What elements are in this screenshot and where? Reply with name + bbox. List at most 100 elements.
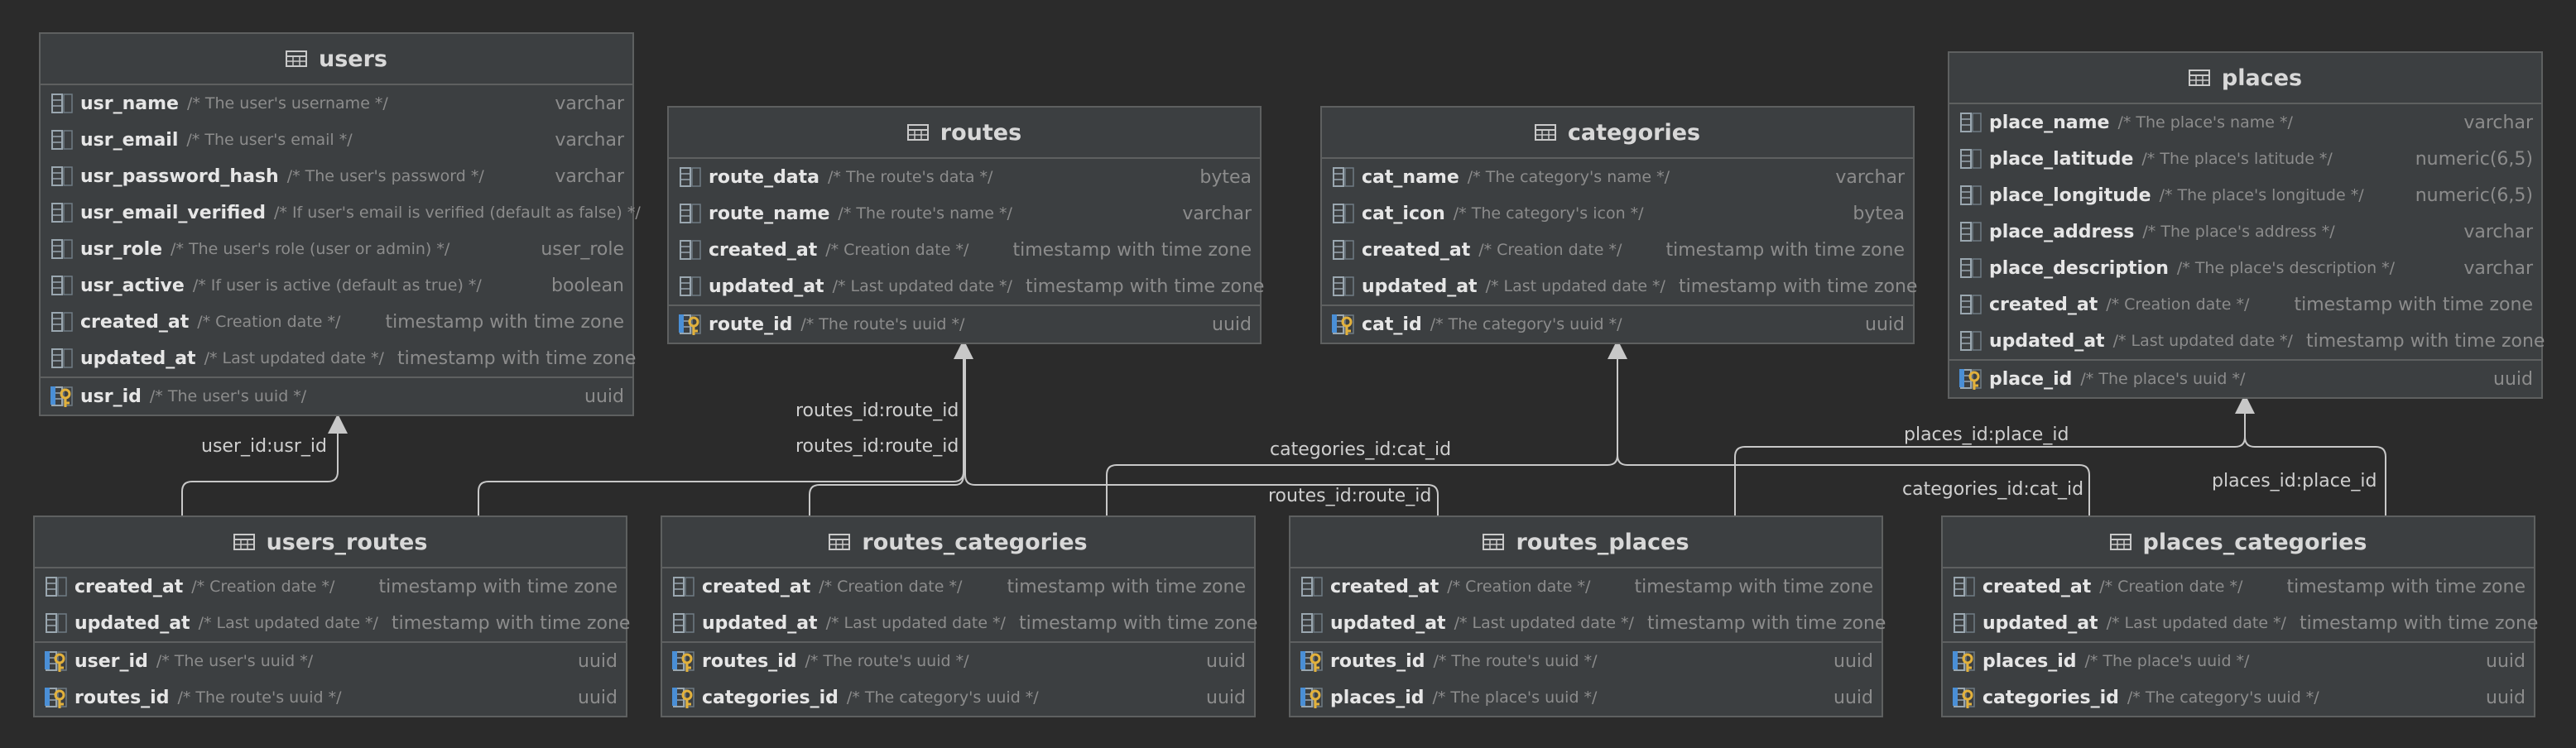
table-header[interactable]: routes_categories	[662, 517, 1254, 568]
column-row[interactable]: cat_name/* The category's name */varchar	[1322, 159, 1913, 195]
column-comment: /* The category's name */	[1467, 168, 1670, 186]
column-comment: /* The place's description */	[2176, 259, 2396, 277]
primary-key-icon	[1332, 314, 1354, 335]
column-icon	[46, 613, 67, 633]
column-row[interactable]: place_longitude/* The place's longitude …	[1949, 177, 2541, 213]
column-row[interactable]: place_latitude/* The place's latitude */…	[1949, 141, 2541, 177]
table-routes[interactable]: routes route_data/* The route's data */by…	[667, 106, 1264, 344]
column-type: uuid	[1212, 314, 1252, 335]
arrowhead-icon	[328, 414, 348, 434]
column-row[interactable]: route_name/* The route's name */varchar	[669, 195, 1260, 232]
table-header[interactable]: users_routes	[35, 517, 626, 568]
relation-line[interactable]	[964, 348, 1439, 515]
column-row[interactable]: place_id/* The place's uuid */uuid	[1949, 359, 2541, 397]
foreign-key-icon	[1300, 651, 1323, 672]
table-header[interactable]: places_categories	[1943, 517, 2534, 568]
column-row[interactable]: routes_id/* The route's uuid */uuid	[35, 679, 626, 716]
column-type: uuid	[1833, 687, 1873, 708]
column-type: uuid	[1206, 650, 1246, 672]
column-icon	[680, 167, 701, 187]
relation-line[interactable]	[181, 430, 339, 515]
column-row[interactable]: updated_at/* Last updated date */timesta…	[41, 340, 636, 376]
column-row[interactable]: usr_name/* The user's username */varchar	[41, 85, 632, 122]
column-type: timestamp with time zone	[1678, 276, 1918, 297]
column-row[interactable]: usr_id/* The user's uuid */uuid	[41, 376, 632, 415]
column-icon	[1301, 613, 1323, 633]
column-row[interactable]: usr_password_hash/* The user's password …	[41, 158, 632, 194]
relation-label-places-categories-cat-id: categories_id:cat_id	[1902, 479, 2084, 500]
column-row[interactable]: created_at/* Creation date */timestamp w…	[669, 232, 1260, 268]
column-row[interactable]: place_address/* The place's address */va…	[1949, 213, 2541, 250]
column-type: uuid	[2493, 368, 2533, 390]
column-row[interactable]: usr_email/* The user's email */varchar	[41, 122, 632, 158]
relation-line[interactable]	[1617, 348, 2090, 515]
column-row[interactable]: usr_email_verified/* If user's email is …	[41, 194, 641, 231]
relation-line[interactable]	[809, 348, 964, 515]
column-row[interactable]: created_at/* Creation date */timestamp w…	[35, 568, 626, 605]
column-row[interactable]: cat_id/* The category's uuid */uuid	[1322, 304, 1913, 343]
column-row[interactable]: place_name/* The place's name */varchar	[1949, 104, 2541, 141]
column-row[interactable]: routes_id/* The route's uuid */uuid	[1290, 641, 1882, 679]
table-header[interactable]: routes_places	[1290, 517, 1882, 568]
column-comment: /* The category's uuid */	[2127, 688, 2319, 707]
table-header[interactable]: categories	[1322, 108, 1913, 159]
column-row[interactable]: categories_id/* The category's uuid */uu…	[662, 679, 1254, 716]
column-comment: /* Creation date */	[197, 313, 341, 331]
column-row[interactable]: created_at/* Creation date */timestamp w…	[1949, 286, 2541, 323]
table-header[interactable]: places	[1949, 53, 2541, 104]
column-row[interactable]: cat_icon/* The category's icon */bytea	[1322, 195, 1913, 232]
primary-key-icon	[679, 314, 701, 335]
column-icon	[1954, 577, 1975, 597]
column-row[interactable]: created_at/* Creation date */timestamp w…	[1322, 232, 1913, 268]
column-row[interactable]: created_at/* Creation date */timestamp w…	[41, 304, 632, 340]
column-row[interactable]: updated_at/* Last updated date */timesta…	[1943, 605, 2538, 641]
column-icon	[51, 130, 73, 150]
column-row[interactable]: places_id/* The place's uuid */uuid	[1290, 679, 1882, 716]
column-row[interactable]: updated_at/* Last updated date */timesta…	[669, 268, 1264, 304]
column-icon	[1960, 222, 1982, 242]
column-row[interactable]: route_data/* The route's data */bytea	[669, 159, 1260, 195]
column-icon	[46, 577, 67, 597]
column-row[interactable]: route_id/* The route's uuid */uuid	[669, 304, 1260, 343]
table-name: routes	[940, 119, 1022, 146]
column-row[interactable]: created_at/* Creation date */timestamp w…	[662, 568, 1254, 605]
foreign-key-icon	[672, 688, 694, 708]
column-row[interactable]: categories_id/* The category's uuid */uu…	[1943, 679, 2534, 716]
column-row[interactable]: created_at/* Creation date */timestamp w…	[1943, 568, 2534, 605]
column-comment: /* The user's role (user or admin) */	[171, 240, 450, 258]
column-name: categories_id	[1982, 687, 2119, 708]
relation-line[interactable]	[1734, 402, 2246, 515]
column-comment: /* The place's name */	[2117, 113, 2293, 132]
column-row[interactable]: updated_at/* Last updated date */timesta…	[662, 605, 1257, 641]
column-type: bytea	[1853, 203, 1905, 224]
column-row[interactable]: updated_at/* Last updated date */timesta…	[1949, 323, 2545, 359]
column-row[interactable]: place_description/* The place's descript…	[1949, 250, 2541, 286]
column-row[interactable]: created_at/* Creation date */timestamp w…	[1290, 568, 1882, 605]
column-icon	[1960, 113, 1982, 132]
column-comment: /* Last updated date */	[2112, 332, 2293, 350]
column-row[interactable]: updated_at/* Last updated date */timesta…	[1290, 605, 1886, 641]
table-icon	[286, 50, 307, 67]
column-icon	[1954, 613, 1975, 633]
column-row[interactable]: usr_role /* The user's role (user or admi…	[41, 231, 632, 267]
column-row[interactable]: places_id/* The place's uuid */uuid	[1943, 641, 2534, 679]
column-row[interactable]: usr_active/* If user is active (default …	[41, 267, 632, 304]
relation-line[interactable]	[2244, 402, 2386, 515]
column-row[interactable]: updated_at/* Last updated date */timesta…	[1322, 268, 1917, 304]
table-header[interactable]: routes	[669, 108, 1260, 159]
column-row[interactable]: routes_id/* The route's uuid */uuid	[662, 641, 1254, 679]
column-row[interactable]: updated_at/* Last updated date */timesta…	[35, 605, 630, 641]
column-name: usr_role	[80, 238, 163, 260]
column-type: timestamp with time zone	[1012, 239, 1252, 261]
column-comment: /* The user's username */	[186, 94, 388, 113]
column-row[interactable]: user_id/* The user's uuid */uuid	[35, 641, 626, 679]
relation-line[interactable]	[1106, 348, 1618, 515]
table-header[interactable]: users	[41, 34, 632, 85]
